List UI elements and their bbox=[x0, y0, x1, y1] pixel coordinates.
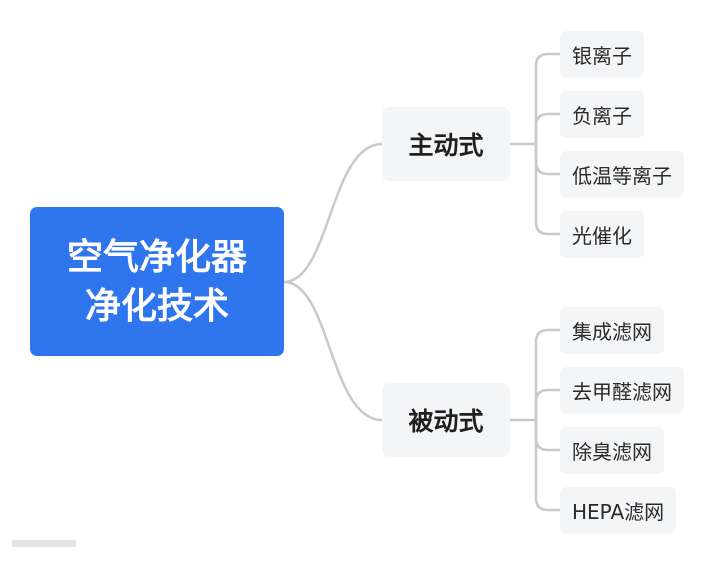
branch-active-to-leaf-1-connector bbox=[534, 52, 562, 146]
branch-passive-to-leaf-4-connector bbox=[534, 418, 562, 512]
leaf-label: 银离子 bbox=[572, 44, 632, 68]
leaf-node[interactable]: 除臭滤网 bbox=[560, 427, 664, 474]
leaf-label: HEPA滤网 bbox=[572, 500, 665, 524]
branch-passive-to-leaf-3-connector bbox=[534, 418, 562, 452]
branch-active-to-leaf-4-connector bbox=[534, 142, 562, 236]
watermark bbox=[12, 539, 76, 551]
leaf-node[interactable]: 集成滤网 bbox=[560, 307, 664, 354]
root-topic-line-1: 空气净化器 bbox=[66, 236, 247, 278]
root-topic-node[interactable]: 空气净化器 净化技术 bbox=[30, 207, 284, 356]
watermark-graphic bbox=[12, 540, 76, 547]
leaf-label: 除臭滤网 bbox=[572, 440, 652, 464]
leaf-node[interactable]: HEPA滤网 bbox=[560, 487, 677, 534]
leaf-label: 去甲醛滤网 bbox=[572, 380, 672, 404]
leaf-label: 负离子 bbox=[572, 104, 632, 128]
root-topic-line-2: 净化技术 bbox=[84, 285, 229, 327]
branch-active-to-leaf-3-connector bbox=[534, 142, 562, 176]
leaf-node[interactable]: 低温等离子 bbox=[560, 151, 684, 198]
root-to-branch-active-connector bbox=[282, 142, 384, 284]
leaf-node[interactable]: 去甲醛滤网 bbox=[560, 367, 684, 414]
leaf-node[interactable]: 负离子 bbox=[560, 91, 644, 138]
leaf-label: 低温等离子 bbox=[572, 164, 672, 188]
branch-node-passive[interactable]: 被动式 bbox=[382, 383, 510, 457]
leaf-node[interactable]: 光催化 bbox=[560, 211, 644, 258]
leaf-node[interactable]: 银离子 bbox=[560, 31, 644, 78]
branch-passive-to-leaf-2-connector bbox=[534, 388, 562, 422]
root-to-branch-passive-connector bbox=[282, 280, 384, 422]
branch-node-active[interactable]: 主动式 bbox=[382, 107, 510, 181]
branch-label: 被动式 bbox=[408, 407, 484, 436]
leaf-label: 光催化 bbox=[572, 224, 632, 248]
leaf-label: 集成滤网 bbox=[572, 320, 652, 344]
branch-passive-to-leaf-1-connector bbox=[534, 328, 562, 422]
branch-label: 主动式 bbox=[408, 131, 484, 160]
branch-active-to-leaf-2-connector bbox=[534, 112, 562, 146]
